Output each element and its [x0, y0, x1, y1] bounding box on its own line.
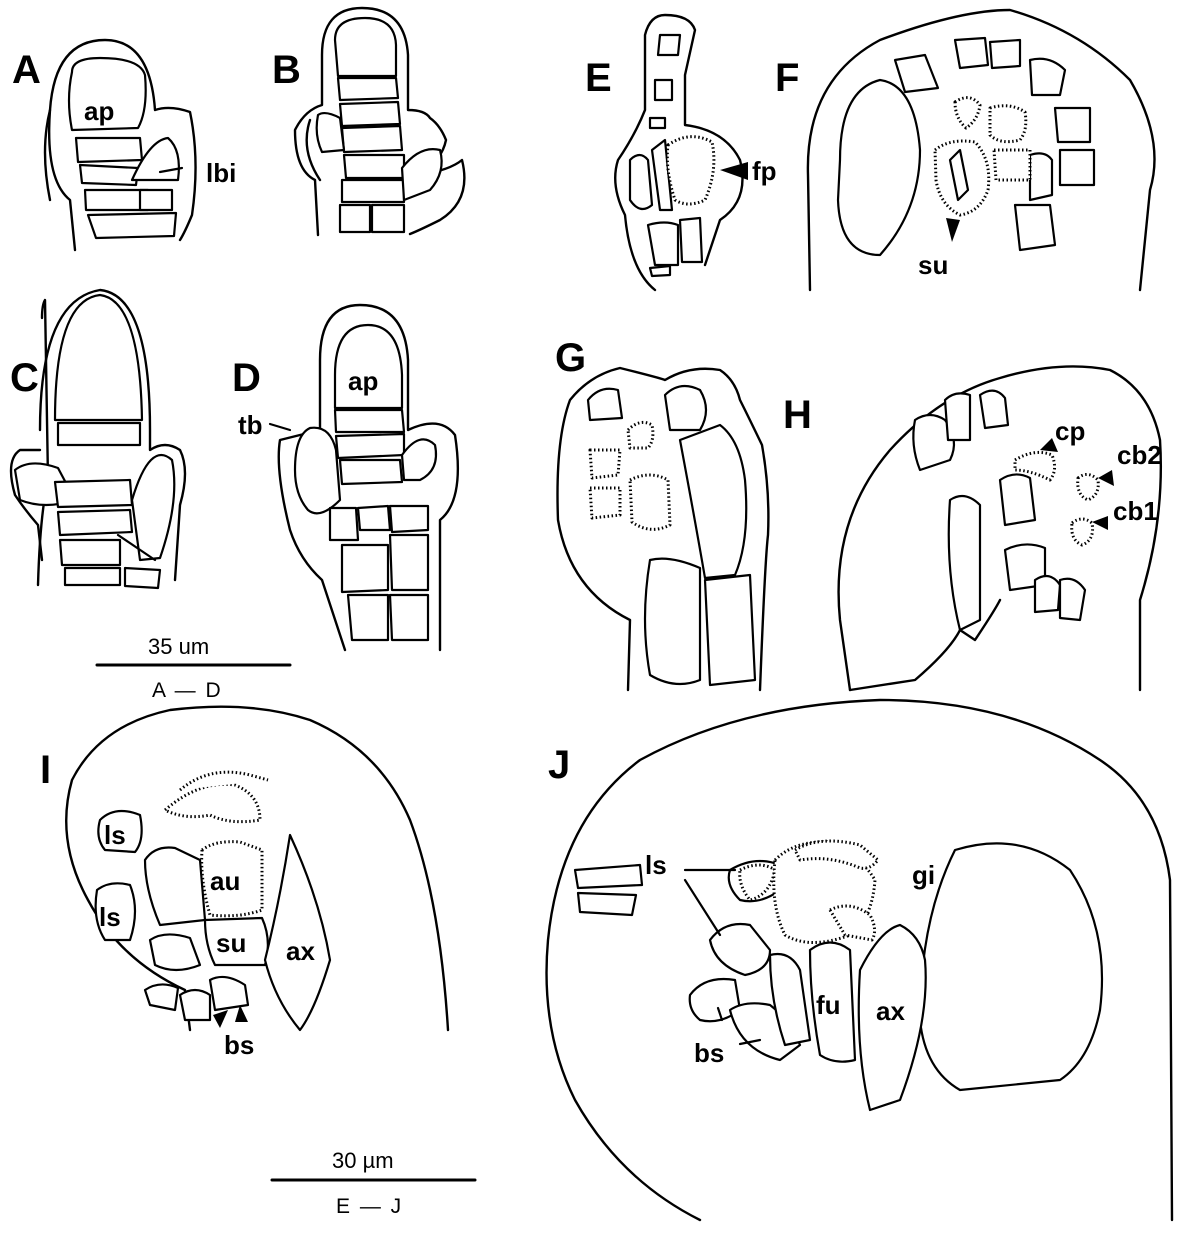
drawing-d: [270, 305, 458, 650]
label-su-f: su: [918, 252, 948, 278]
panel-label-c: C: [10, 358, 39, 398]
label-ap-a: ap: [84, 98, 114, 124]
drawing-a: [45, 40, 196, 250]
label-cp: cp: [1055, 418, 1085, 444]
label-lbi: lbi: [206, 160, 236, 186]
scale-panels-e-j: E — J: [336, 1196, 403, 1217]
drawing-j: [547, 700, 1172, 1220]
panel-label-h: H: [783, 395, 812, 435]
label-fu: fu: [816, 992, 841, 1018]
label-ap-d: ap: [348, 368, 378, 394]
scale-length-e-j: 30 µm: [332, 1150, 394, 1172]
panel-label-e: E: [585, 58, 612, 98]
label-bs-j: bs: [694, 1040, 724, 1066]
scale-panels-a-d: A — D: [152, 680, 223, 701]
label-cb2: cb2: [1117, 442, 1162, 468]
drawing-b: [295, 8, 464, 235]
label-ax-i: ax: [286, 938, 315, 964]
label-cb1: cb1: [1113, 498, 1158, 524]
panel-label-d: D: [232, 358, 261, 398]
label-au: au: [210, 868, 240, 894]
label-su-i: su: [216, 930, 246, 956]
label-gi: gi: [912, 862, 935, 888]
drawing-h: [839, 366, 1161, 690]
label-tb: tb: [238, 412, 263, 438]
panel-label-g: G: [555, 338, 586, 378]
scale-length-a-d: 35 um: [148, 636, 209, 658]
panel-label-i: I: [40, 750, 51, 790]
label-ls-i-2: ls: [99, 904, 121, 930]
label-ax-j: ax: [876, 998, 905, 1024]
panel-label-j: J: [548, 745, 570, 785]
panel-label-f: F: [775, 58, 799, 98]
panel-label-a: A: [12, 50, 41, 90]
label-bs-i: bs: [224, 1032, 254, 1058]
drawing-i: [66, 707, 448, 1030]
panel-label-b: B: [272, 50, 301, 90]
drawing-e: [615, 15, 748, 290]
label-ls-i-1: ls: [104, 822, 126, 848]
drawing-f: [808, 10, 1155, 290]
drawing-c: [11, 290, 185, 588]
label-fp: fp: [752, 158, 777, 184]
drawing-g: [558, 368, 769, 690]
label-ls-j: ls: [645, 852, 667, 878]
